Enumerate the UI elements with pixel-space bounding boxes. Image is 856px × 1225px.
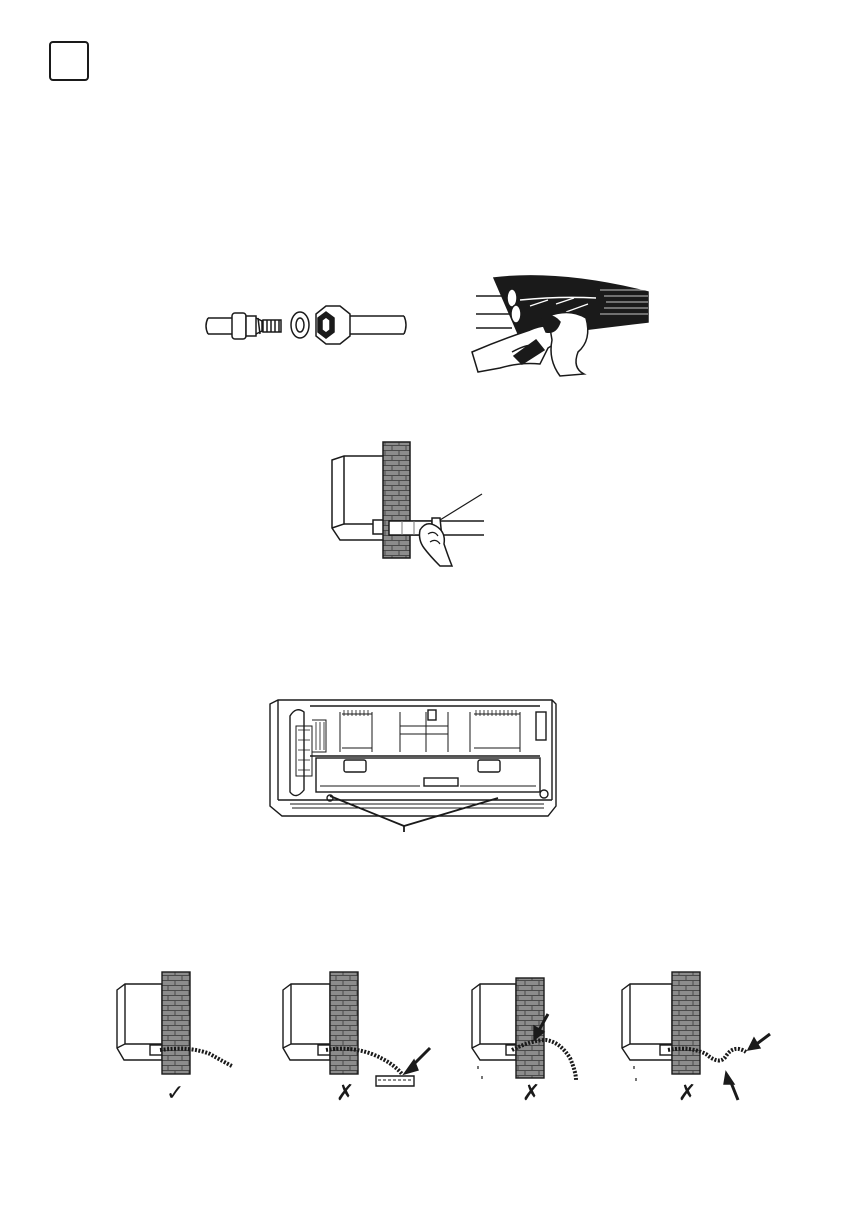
pipe-bundle-wrapping-figure [472,276,648,376]
drain-panel-wrong-kinked [622,972,770,1100]
indoor-unit-inside-figure [270,700,556,832]
drain-panel-wrong-raised [472,978,576,1080]
drain-panel-correct [117,972,232,1074]
drain-panel-wrong-submerged [283,972,430,1086]
drain-hose-figure [117,972,770,1100]
cross-mark-icon: ✗ [678,1083,696,1105]
cross-mark-icon: ✗ [522,1083,540,1105]
pipe-through-wall-figure [332,442,484,566]
cross-mark-icon: ✗ [336,1083,354,1105]
check-mark-icon: ✓ [166,1083,184,1105]
flare-nut-connection-figure [206,306,406,344]
